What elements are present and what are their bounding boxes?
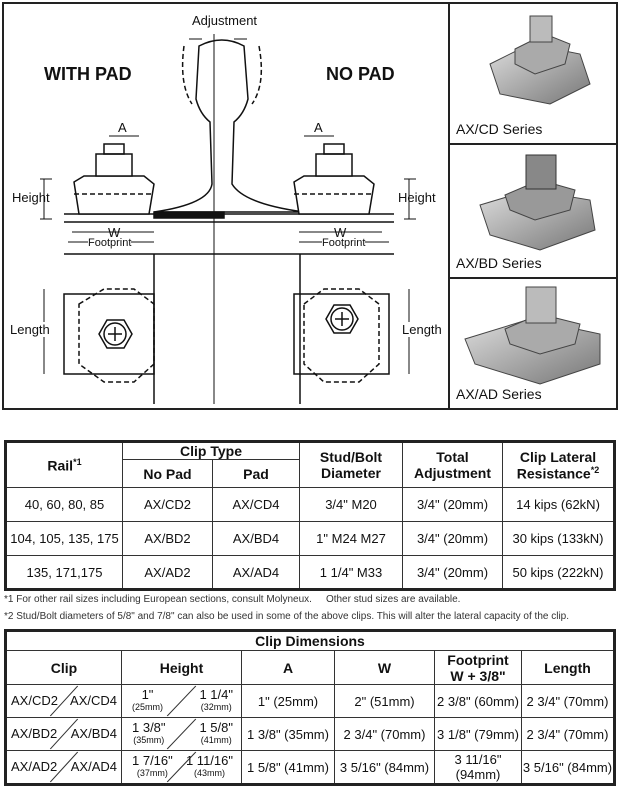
cell: AX/AD2 — [122, 555, 213, 590]
cell: 104, 105, 135, 175 — [5, 521, 123, 556]
cell: 40, 60, 80, 85 — [5, 487, 123, 522]
length-label-right: Length — [402, 322, 442, 337]
table-header-row: Rail*1 Clip Type Stud/Bolt Diameter Tota… — [5, 441, 615, 488]
cell: 135, 171,175 — [5, 555, 123, 590]
height-cell: 1"(25mm)1 1/4"(32mm) — [121, 684, 242, 718]
figure-frame: Adjustment WITH PAD NO PAD A A Height He… — [2, 2, 618, 410]
cell: AX/BD2 — [122, 521, 213, 556]
height-label-right: Height — [398, 190, 436, 205]
a-label-right: A — [314, 120, 323, 135]
w-cell: 2 3/4" (70mm) — [334, 717, 435, 751]
cell: 14 kips (62kN) — [502, 487, 615, 522]
photo-label: AX/CD Series — [456, 121, 543, 137]
w-header: W — [334, 650, 435, 685]
photo-ax-cd: AX/CD Series — [450, 4, 616, 145]
clip-diagram: Adjustment WITH PAD NO PAD A A Height He… — [4, 4, 450, 408]
length-label-left: Length — [10, 322, 50, 337]
height-cell: 1 3/8"(35mm)1 5/8"(41mm) — [121, 717, 242, 751]
length-cell: 3 5/16" (84mm) — [521, 750, 615, 785]
product-photos: AX/CD Series AX/BD Series AX/AD Series — [450, 4, 616, 408]
height-cell: 1 7/16"(37mm)1 11/16"(43mm) — [121, 750, 242, 785]
footprint-cell: 3 11/16" (94mm) — [434, 750, 522, 785]
w-cell: 3 5/16" (84mm) — [334, 750, 435, 785]
clip-dimensions-table: Clip Dimensions Clip Height A W Footprin… — [4, 629, 616, 786]
a-cell: 1 5/8" (41mm) — [241, 750, 335, 785]
footnote-2: *2 Stud/Bolt diameters of 5/8" and 7/8" … — [4, 611, 570, 622]
a-cell: 1" (25mm) — [241, 684, 335, 718]
footprint-label-right: Footprint — [322, 237, 366, 249]
footprint-cell: 2 3/8" (60mm) — [434, 684, 522, 718]
length-cell: 2 3/4" (70mm) — [521, 684, 615, 718]
cell: 1 1/4" M33 — [299, 555, 403, 590]
rail-clip-drawing — [40, 34, 416, 404]
cell: 3/4" (20mm) — [402, 487, 503, 522]
a-header: A — [241, 650, 335, 685]
adjustment-label: Adjustment — [192, 13, 258, 28]
adjustment-header: Total Adjustment — [402, 441, 503, 488]
photo-ax-ad: AX/AD Series — [450, 279, 616, 408]
no-pad-header: No Pad — [122, 459, 213, 488]
a-label-left: A — [118, 120, 127, 135]
w-label-right: W — [334, 225, 347, 240]
height-header: Height — [121, 650, 242, 685]
w-label-left: W — [108, 225, 121, 240]
footprint-label-left: Footprint — [88, 237, 132, 249]
rail-header: Rail*1 — [5, 441, 123, 488]
clip-photo-image — [464, 286, 601, 385]
w-cell: 2" (51mm) — [334, 684, 435, 718]
clip-type-header: Clip Type — [122, 441, 300, 460]
cell: 50 kips (222kN) — [502, 555, 615, 590]
cell: 3/4" (20mm) — [402, 521, 503, 556]
stud-header: Stud/Bolt Diameter — [299, 441, 403, 488]
a-cell: 1 3/8" (35mm) — [241, 717, 335, 751]
length-cell: 2 3/4" (70mm) — [521, 717, 615, 751]
footprint-cell: 3 1/8" (79mm) — [434, 717, 522, 751]
length-header: Length — [521, 650, 615, 685]
table-title: Clip Dimensions — [5, 630, 615, 651]
clip-type-table: Rail*1 Clip Type Stud/Bolt Diameter Tota… — [4, 440, 616, 591]
cell: AX/BD4 — [212, 521, 300, 556]
cell: 3/4" M20 — [299, 487, 403, 522]
resistance-header: Clip Lateral Resistance*2 — [502, 441, 615, 488]
clip-header: Clip — [5, 650, 122, 685]
cell: AX/AD4 — [212, 555, 300, 590]
pad-header: Pad — [212, 459, 300, 488]
cell: 30 kips (133kN) — [502, 521, 615, 556]
cell: 1" M24 M27 — [299, 521, 403, 556]
photo-label: AX/AD Series — [456, 386, 542, 402]
footnote-1: *1 For other rail sizes including Europe… — [4, 594, 461, 605]
cell: AX/CD4 — [212, 487, 300, 522]
cell: AX/CD2 — [122, 487, 213, 522]
photo-ax-bd: AX/BD Series — [450, 145, 616, 279]
with-pad-label: WITH PAD — [44, 64, 132, 84]
photo-label: AX/BD Series — [456, 255, 542, 271]
clip-photo-image — [479, 154, 596, 251]
height-label-left: Height — [12, 190, 50, 205]
no-pad-label: NO PAD — [326, 64, 395, 84]
cell: 3/4" (20mm) — [402, 555, 503, 590]
clip-photo-image — [489, 15, 591, 105]
